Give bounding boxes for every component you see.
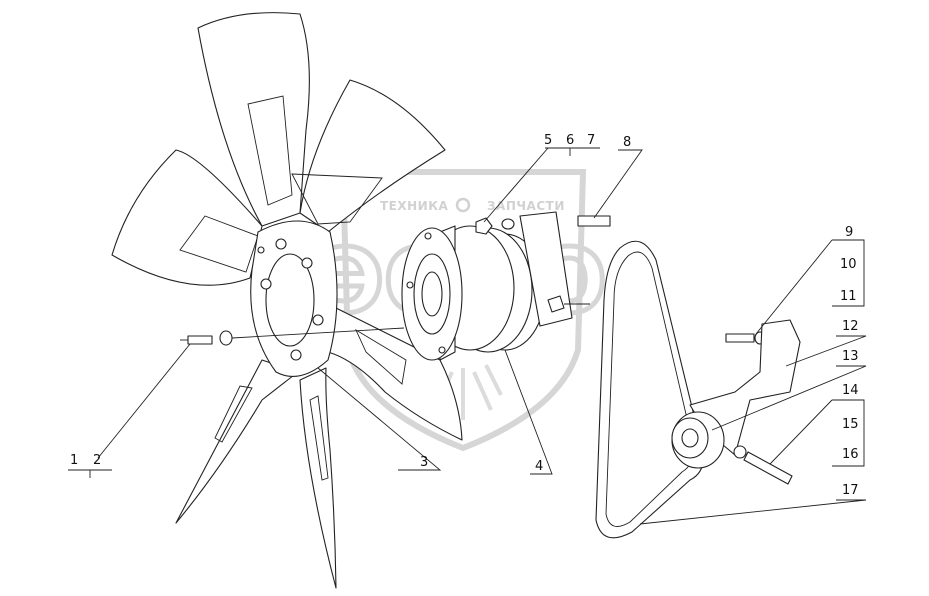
nut-5 <box>475 217 493 235</box>
fan-blade-left <box>111 149 263 286</box>
callout-8: 8 <box>623 135 631 150</box>
fan-blade-lower <box>299 367 337 589</box>
fan-assembly <box>111 12 463 589</box>
callout-14: 14 <box>842 383 859 398</box>
callout-5: 5 <box>544 133 552 148</box>
callout-1: 1 <box>70 453 78 468</box>
callout-6: 6 <box>566 133 574 148</box>
callout-4: 4 <box>535 459 543 474</box>
hub-bolts <box>257 238 324 361</box>
fan-blade-right <box>327 304 463 441</box>
fan-blade-lower-left <box>175 359 299 524</box>
drive-belt-17 <box>595 240 704 539</box>
watermark-shield <box>339 169 587 452</box>
tensioner-assembly <box>671 319 801 485</box>
leader-lines <box>68 147 867 525</box>
callout-10: 10 <box>840 257 857 272</box>
callout-12: 12 <box>842 319 859 334</box>
callout-2: 2 <box>93 453 101 468</box>
callout-17: 17 <box>842 483 859 498</box>
drive-pulley-4 <box>401 225 546 361</box>
washer-2 <box>219 330 233 346</box>
callout-15: 15 <box>842 417 859 432</box>
bolt-washer-1-2 <box>180 327 405 346</box>
fan-blade-upper-right <box>299 79 446 233</box>
callout-11: 11 <box>840 289 857 304</box>
fan-blade-top <box>197 12 310 227</box>
stud-8 <box>577 215 611 227</box>
callout-labels: 1 2 3 4 5 6 7 8 9 10 11 12 13 14 15 16 1… <box>70 133 859 498</box>
bolt-14 <box>743 451 793 485</box>
washer-6 <box>501 218 515 230</box>
watermark-text-left: ТЕХНИКА <box>380 199 449 213</box>
callout-9: 9 <box>845 225 853 240</box>
callout-3: 3 <box>420 455 428 470</box>
callout-16: 16 <box>842 447 859 462</box>
bolt-9 <box>725 333 755 343</box>
fan-hub-center <box>265 253 315 347</box>
fasteners-5-6-7 <box>475 211 611 327</box>
watermark-text-right: ЗАПЧАСТИ <box>487 199 565 213</box>
callout-7: 7 <box>587 133 595 148</box>
callout-13: 13 <box>842 349 859 364</box>
gear-icon <box>455 197 471 213</box>
bolt-1 <box>187 335 213 345</box>
